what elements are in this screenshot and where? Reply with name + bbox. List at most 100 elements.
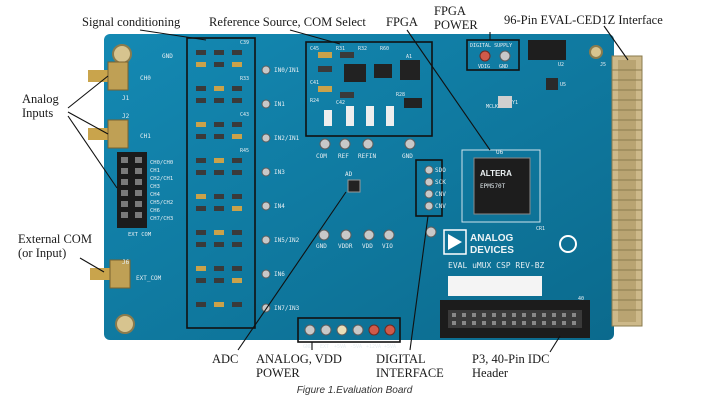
silk-power-bottom-0: GND	[303, 344, 312, 350]
silk-cond-2: C43	[240, 112, 249, 118]
silk-ref-3: R60	[380, 46, 389, 52]
pointer-fpga	[406, 29, 491, 151]
silk-logo-devices: DEVICES	[470, 245, 514, 256]
pointer-analog-inputs-mux	[67, 115, 118, 189]
callout-96pin-interface: 96-Pin EVAL-CED1Z Interface	[504, 13, 663, 27]
signal-conditioning-box	[186, 37, 256, 329]
fpga-box	[461, 149, 541, 223]
mount-hole-tr	[589, 45, 603, 59]
ref-test-points	[319, 138, 416, 150]
silk-power-bottom-4: +12VA	[366, 344, 381, 350]
silk-j2: J2	[122, 113, 130, 120]
silk-cond-3: R45	[240, 148, 249, 154]
callout-digital-interface: DIGITAL INTERFACE	[376, 352, 444, 380]
sma-connector-ext-com	[90, 259, 131, 289]
silk-board-name: EVAL uMUX CSP REV-BZ	[448, 261, 545, 270]
silk-power-vdd: VDD	[362, 243, 373, 250]
silk-ch0: CH0	[140, 75, 151, 82]
silk-in-3: IN3	[274, 169, 285, 176]
silk-in-2: IN2/IN1	[274, 135, 300, 142]
silk-power-vddr: VDDR	[338, 243, 353, 250]
silk-gnd-top: GND	[162, 53, 173, 60]
pointer-analog-inputs-ch0	[67, 75, 109, 109]
jumper-pins	[121, 157, 142, 218]
silk-digital-supply: DIGITAL SUPPLY	[470, 43, 512, 49]
silk-digital-sck: SCK	[435, 179, 446, 186]
silk-ch1: CH1	[140, 133, 151, 140]
power-connector-top	[528, 40, 566, 60]
pointer-reference-source	[289, 29, 341, 45]
silk-fpga-line2: EPM570T	[480, 183, 506, 190]
silk-adc: AD	[345, 171, 353, 178]
silk-cr1: CR1	[536, 226, 545, 232]
silk-mux-row-3: CH3	[150, 184, 160, 190]
silk-logo-analog: ANALOG	[470, 233, 514, 244]
callout-analog-inputs: Analog Inputs	[22, 92, 59, 120]
callout-external-com: External COM (or Input)	[18, 232, 92, 260]
silk-mux-row-1: CH1	[150, 168, 160, 174]
silk-in-0: IN0/IN1	[274, 67, 300, 74]
connector-96-pin-contacts	[612, 69, 642, 311]
silk-mux-row-2: CH2/CH1	[150, 176, 173, 182]
silk-in-1: IN1	[274, 101, 285, 108]
callout-pointers	[67, 25, 629, 353]
mount-hole-tl	[112, 44, 132, 64]
analog-devices-logo-mark	[448, 234, 462, 250]
silk-ref-6: C42	[336, 100, 345, 106]
silk-ref-7: A1	[406, 54, 412, 60]
callout-signal-conditioning: Signal conditioning	[82, 15, 181, 29]
digital-interface-box	[415, 159, 443, 217]
pointer-signal-conditioning	[139, 29, 207, 41]
silk-ref-row-com: COM	[316, 153, 327, 160]
ic-u5	[546, 78, 558, 90]
silk-mux-row-7: CH7/CH3	[150, 216, 173, 222]
pointer-analog-inputs-ch1	[67, 111, 109, 135]
silk-digital-cnv-a: CNV	[435, 191, 446, 198]
input-test-points	[261, 65, 271, 313]
silk-cond-1: R33	[240, 76, 249, 82]
pointer-external-com	[79, 257, 105, 273]
silk-ref-4: C41	[310, 80, 319, 86]
ce-mark-icon	[559, 235, 577, 253]
silk-j1: J1	[122, 95, 130, 102]
callout-reference-source: Reference Source, COM Select	[209, 15, 366, 29]
silk-ext-com: EXT_COM	[136, 275, 162, 282]
fpga-chip	[473, 157, 531, 215]
silk-vdig: VDIG	[478, 64, 490, 70]
silk-mux-row-5: CH5/CH2	[150, 200, 173, 206]
silk-ref-5: R24	[310, 98, 319, 104]
silk-ref-row-refin: REFIN	[358, 153, 376, 160]
callout-fpga: FPGA	[386, 15, 418, 29]
silk-y1: Y1	[512, 100, 518, 106]
silk-ref-row-gnd: GND	[402, 153, 413, 160]
silk-fpga-u6: U6	[496, 149, 504, 156]
silk-ref-1: R31	[336, 46, 345, 52]
silk-in-7: IN7/IN3	[274, 305, 300, 312]
callout-analog-vdd-power: ANALOG, VDD POWER	[256, 352, 342, 380]
silk-mclk: MCLK	[486, 104, 498, 110]
silk-power-vio: VIO	[382, 243, 393, 250]
analog-power-terminals	[304, 324, 396, 336]
analog-power-box	[297, 317, 401, 343]
fpga-power-pad-gnd	[499, 50, 511, 62]
crystal-y1	[498, 96, 512, 108]
pointer-adc	[237, 191, 347, 351]
analog-devices-logo-frame	[443, 229, 467, 255]
silk-cond-0: C39	[240, 40, 249, 46]
silk-ref-2: R32	[358, 46, 367, 52]
adc-chip	[347, 179, 361, 193]
silk-digital-sdo: SDO	[435, 167, 446, 174]
silk-mux-footer: EXT COM	[128, 232, 152, 238]
pointer-p3-header	[549, 335, 561, 353]
connector-96-pin	[611, 55, 643, 327]
silk-power-bottom-5: +5VA	[384, 344, 396, 350]
silk-u5: U5	[560, 82, 566, 88]
silk-j6: J6	[122, 259, 130, 266]
silk-power-bottom-2: +5VA	[334, 344, 346, 350]
silk-gnd-fpga: GND	[499, 64, 508, 70]
reference-components	[318, 52, 422, 126]
callout-fpga-power: FPGA POWER	[434, 4, 478, 32]
silk-in-5: IN5/IN2	[274, 237, 300, 244]
